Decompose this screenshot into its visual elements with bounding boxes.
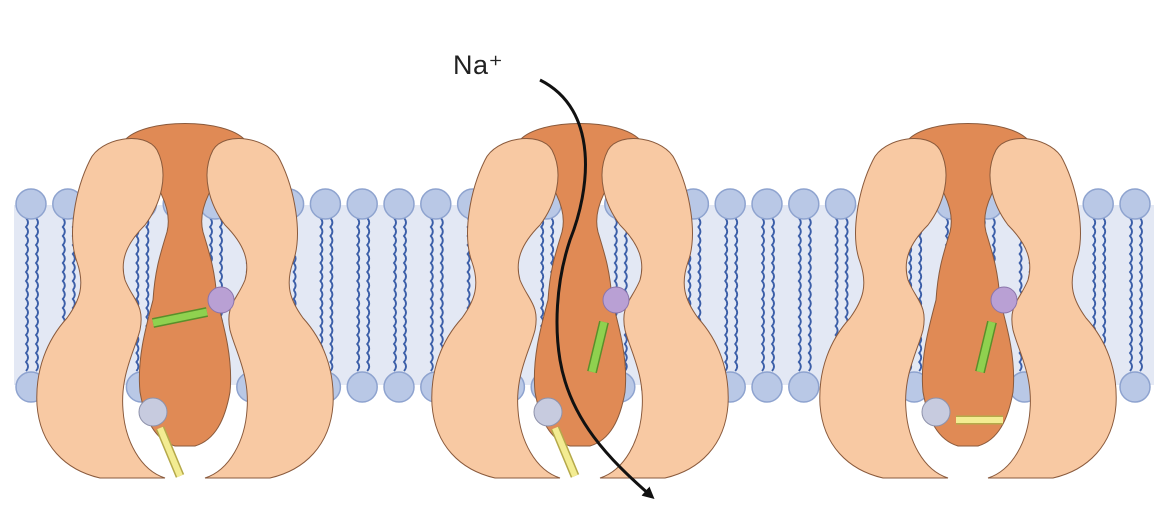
gate-hinge bbox=[603, 287, 629, 313]
inactivation-ball bbox=[534, 398, 562, 426]
lipid-head-top bbox=[826, 189, 856, 219]
lipid-head-bottom bbox=[789, 372, 819, 402]
lipid-head-bottom bbox=[384, 372, 414, 402]
lipid-head-top bbox=[347, 189, 377, 219]
lipid-head-top bbox=[752, 189, 782, 219]
lipid-head-top bbox=[789, 189, 819, 219]
channel-group bbox=[37, 124, 1116, 479]
lipid-head-top bbox=[310, 189, 340, 219]
lipid-head-top bbox=[421, 189, 451, 219]
sodium-ion-label: Na⁺ bbox=[453, 50, 503, 81]
lipid-head-top bbox=[16, 189, 46, 219]
channel-closed bbox=[37, 124, 333, 479]
channel-open bbox=[432, 124, 728, 479]
lipid-head-bottom bbox=[752, 372, 782, 402]
lipid-head-bottom bbox=[1120, 372, 1150, 402]
inactivation-ball bbox=[922, 398, 950, 426]
lipid-head-top bbox=[1083, 189, 1113, 219]
lipid-head-top bbox=[384, 189, 414, 219]
inactivation-ball bbox=[139, 398, 167, 426]
lipid-head-bottom bbox=[347, 372, 377, 402]
gate-hinge bbox=[991, 287, 1017, 313]
lipid-head-top bbox=[715, 189, 745, 219]
gate-hinge bbox=[208, 287, 234, 313]
channel-inactivated bbox=[820, 124, 1116, 479]
lipid-head-top bbox=[1120, 189, 1150, 219]
